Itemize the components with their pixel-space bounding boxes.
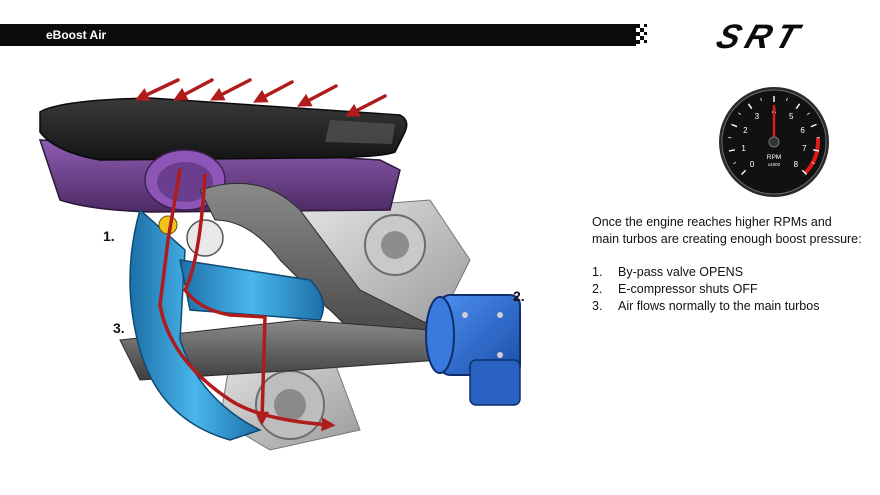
tick-mark: [786, 97, 788, 102]
tick-mark: [747, 103, 753, 110]
step-number: 2.: [592, 282, 603, 296]
step-text: E-compressor shuts OFF: [618, 282, 758, 296]
step-number: 1.: [592, 265, 603, 279]
tick-mark: [733, 161, 737, 165]
tick-mark: [813, 149, 820, 152]
srt-logo: SRT: [712, 20, 810, 54]
e-compressor-shape: [425, 294, 521, 406]
step-text: Air flows normally to the main turbos: [618, 299, 820, 313]
tick-label: 6: [800, 126, 805, 135]
needle-hub: [768, 136, 780, 148]
tick-mark: [806, 112, 810, 116]
rpm-label: RPM: [767, 154, 781, 161]
redline-arc: [803, 137, 821, 175]
svg-text:SRT: SRT: [712, 20, 810, 54]
tick-label: 7: [802, 144, 807, 153]
tick-marks: [728, 96, 820, 175]
step-number: 3.: [592, 299, 603, 313]
step-item: 1. By-pass valve OPENS: [592, 264, 862, 281]
tick-mark: [728, 149, 735, 152]
tick-label: 1: [741, 144, 746, 153]
tick-mark: [731, 123, 738, 128]
tick-mark: [741, 169, 747, 175]
tick-label: 5: [789, 112, 794, 121]
tick-mark: [760, 97, 762, 102]
info-intro: Once the engine reaches higher RPMs and …: [592, 215, 862, 246]
steps-list: 1. By-pass valve OPENS 2. E-compressor s…: [592, 264, 862, 315]
header-bar: eBoost Air: [0, 24, 640, 46]
tick-mark: [795, 103, 801, 110]
tick-mark: [738, 112, 742, 116]
step-item: 2. E-compressor shuts OFF: [592, 281, 862, 298]
tick-mark: [801, 169, 807, 175]
engine-illustration: [38, 78, 521, 451]
tick-mark: [811, 161, 815, 165]
tick-label: 0: [750, 160, 755, 169]
step-item: 3. Air flows normally to the main turbos: [592, 298, 862, 315]
tick-label: 8: [794, 160, 799, 169]
header-title: eBoost Air: [46, 28, 107, 42]
step-text: By-pass valve OPENS: [618, 265, 744, 279]
callout-2: 2.: [513, 288, 525, 304]
tick-mark: [810, 123, 817, 128]
callout-3: 3.: [113, 320, 125, 336]
info-panel: Once the engine reaches higher RPMs and …: [592, 214, 862, 315]
tick-label: 3: [755, 112, 760, 121]
rpm-sublabel: x1000: [768, 162, 781, 167]
callout-1: 1.: [103, 228, 115, 244]
tachometer-gauge: 012345678 RPM x1000: [719, 87, 829, 197]
checkered-flag-icon: [636, 24, 650, 46]
tick-label: 2: [743, 126, 748, 135]
